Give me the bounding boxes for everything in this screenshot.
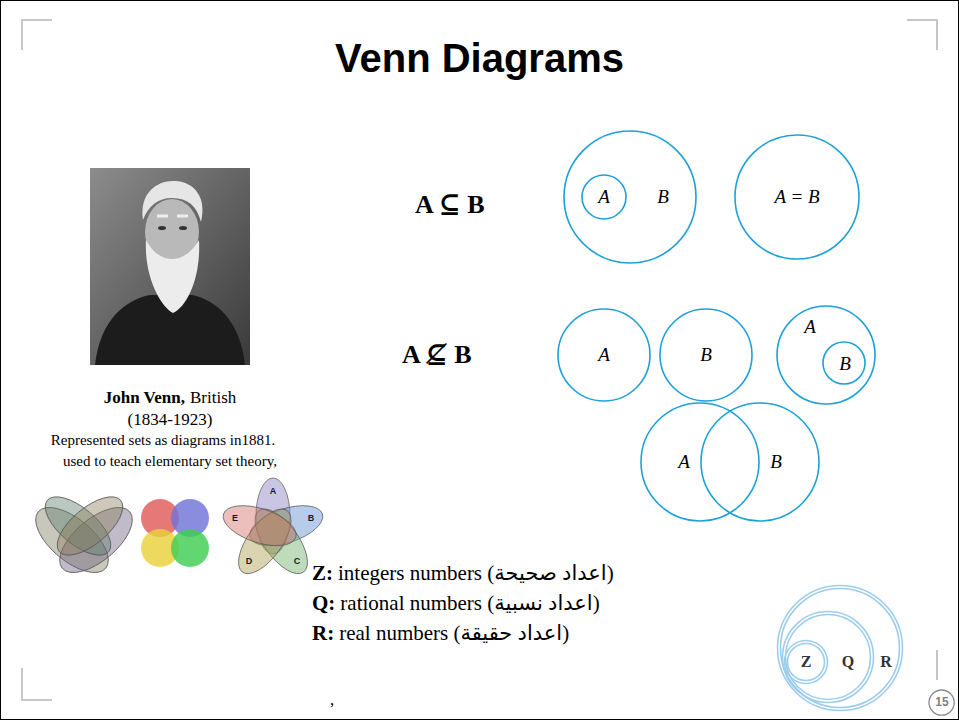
circle-line [785,641,828,684]
set-letter: A = B [774,186,819,208]
set-letter: B [770,451,782,473]
circle-outline [781,610,875,704]
nationality: British [190,388,236,408]
set-letter: A [598,344,610,366]
circle-line [781,589,900,708]
set-letter: A [598,186,610,208]
circle-outline [700,402,820,522]
circle-line [641,403,759,521]
set-circle: A [557,308,651,402]
set-letter: Z [801,653,812,671]
caption-note: used to teach elementary set theory, [63,453,277,470]
circle-line [582,175,626,219]
set-circle: B [659,308,753,402]
equal-set-circle: A = B [734,134,860,260]
circle-outline [776,305,876,405]
set-letter: A [270,486,277,496]
set-letter: E [232,513,238,523]
overlap-circle: B [700,402,820,522]
set-letter: Q [842,653,854,671]
person-name: John Venn, [104,388,185,408]
circle-line [788,644,825,681]
set-letter: B [657,186,669,208]
circle-line [660,309,752,401]
subset-relation: A ⊆ B [415,190,484,220]
set-letter: A [678,451,690,473]
set-letter: 15 [935,696,948,710]
set-symbol: Z: [312,561,333,585]
stray-mark: , [330,690,334,710]
circle-line [778,586,903,711]
life-dates: (1834-1923) [128,410,213,430]
superset-circle: AB [776,305,876,405]
portrait-photo [90,168,250,365]
set-letter: A [804,316,816,338]
overlap-circle: A [640,402,760,522]
four-set-venn-picture [25,486,143,584]
rational-set-circle: QZ [781,610,875,704]
five-set-venn-picture [218,478,327,582]
set-symbol: R: [312,621,334,645]
subset-circle: B [822,341,866,385]
corner-brackets [22,20,937,700]
circle-line [783,612,874,703]
slide-title: Venn Diagrams [335,35,624,81]
circle-line [564,131,696,263]
circle-outline [776,584,904,712]
circle-line [558,309,650,401]
circle-line [735,135,859,259]
circle-line [929,690,954,715]
four-circle-picture [141,499,209,567]
set-symbol: Q: [312,591,335,615]
superset-circle: BA [563,130,697,264]
caption-note: Represented sets as diagrams in1881. [51,432,276,449]
real-set-circle: RQZ [776,584,904,712]
circle-line [777,306,875,404]
circle-outline [640,402,760,522]
circle-line [701,403,819,521]
set-letter: R [880,653,892,671]
circle-line [786,615,871,700]
set-description: integers numbers (اعداد صحيحة) [338,561,614,585]
set-letter: B [700,344,712,366]
set-letter: D [246,556,253,566]
set-letter: B [308,513,315,523]
set-letter: C [294,556,301,566]
not-subset-relation: A ⊈ B [402,340,471,370]
integer-set-circle: Z [783,639,829,685]
page-number: 15 [928,689,955,716]
circle-line [823,342,865,384]
set-description: real numbers (اعداد حقيقة) [339,621,569,645]
subset-circle: A [581,174,627,220]
set-description: rational numbers (اعداد نسبية) [340,591,599,615]
circle-outline [563,130,697,264]
set-letter: B [839,353,851,375]
